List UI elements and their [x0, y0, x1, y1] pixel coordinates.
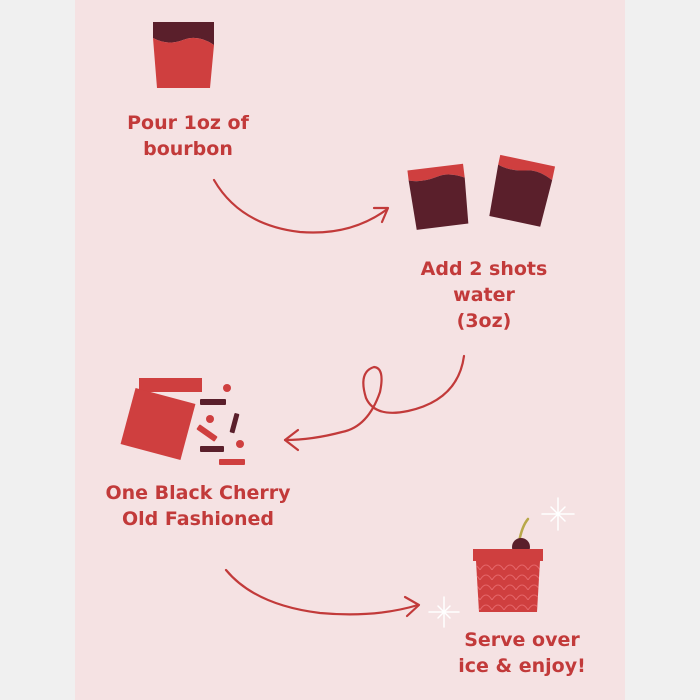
arrow-1 — [212, 178, 390, 234]
step-4-text: Serve over ice & enjoy! — [458, 629, 586, 677]
arrow-3 — [224, 568, 421, 618]
arrow-2 — [283, 354, 466, 452]
cherry-glass-icon — [473, 517, 543, 612]
sparkle-icon — [428, 596, 460, 628]
bourbon-glass-icon — [153, 22, 214, 88]
two-shot-glasses-icon — [407, 154, 556, 230]
packet-icon — [120, 378, 245, 465]
sparkle-icon — [541, 497, 575, 531]
step-3-text: One Black Cherry Old Fashioned — [105, 482, 291, 530]
step-2-text: Add 2 shots water (3oz) — [420, 258, 548, 332]
step-1-text: Pour 1oz of bourbon — [127, 112, 249, 160]
